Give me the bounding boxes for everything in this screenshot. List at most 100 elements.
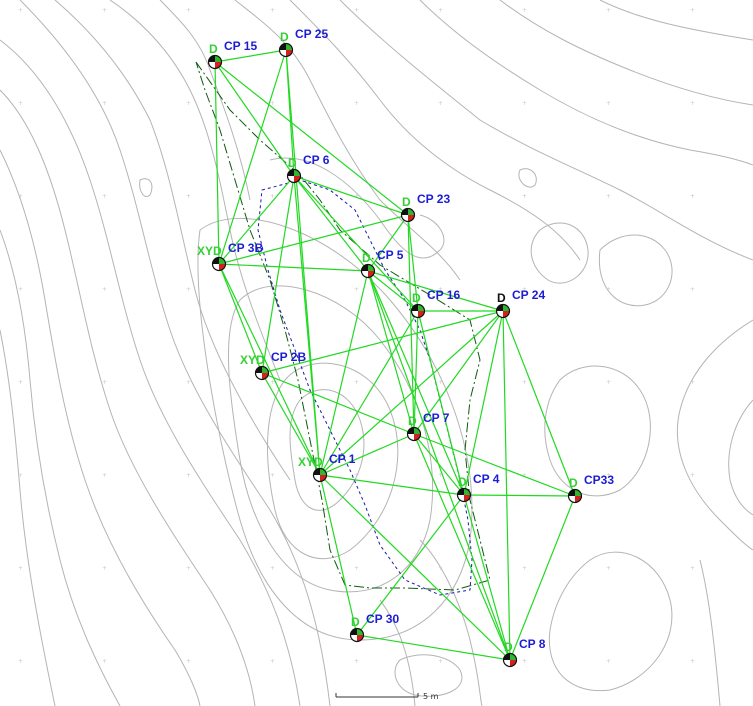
station-symbol-quadrant [414,427,421,434]
grid-tick-mark: + [102,565,107,572]
grid-tick-mark: + [18,379,23,386]
grid-tick-mark: + [186,100,191,107]
station-name-label: CP 23 [417,192,450,206]
station-cp4[interactable]: D CP 4 [456,472,500,503]
station-cp23[interactable]: D CP 23 [400,192,451,223]
station-symbol-quadrant [294,169,301,176]
observation-line-cp6-cp1 [293,175,321,476]
station-symbol-ring [286,168,302,184]
grid-tick-mark: + [186,565,191,572]
observation-line-cp4-cp8 [463,494,511,661]
observation-line-cp23-cp16 [407,214,419,312]
observation-line-cp7-cp8 [413,433,511,661]
grid-tick-mark: + [102,193,107,200]
grid-tick-mark: + [690,286,695,293]
observation-line-cp24-cp33 [502,310,576,497]
station-symbol-quadrant [414,434,421,441]
observation-line-cp5-cp24 [367,270,504,312]
station-symbol-ring [207,54,223,70]
station-code-label: XYD [240,353,265,367]
grid-tick-mark: + [354,472,359,479]
station-name-label: CP 4 [473,472,500,486]
station-symbol-quadrant [575,496,582,503]
observation-line-cp6-cp3b [218,175,295,265]
grid-tick-mark: + [270,100,275,107]
grid-tick-mark: + [606,472,611,479]
station-code-label: D [458,475,467,489]
site-boundary-outline [195,61,491,591]
grid-tick-mark: + [354,379,359,386]
station-symbol-quadrant [510,653,517,660]
observation-line-cp2b-cp7 [261,372,415,435]
observation-line-cp3b-cp5 [218,263,369,272]
station-symbol-quadrant [496,304,503,311]
station-code-label: D [497,291,506,305]
station-symbol-quadrant [418,304,425,311]
station-symbol-ring [278,42,294,58]
grid-tick-mark: + [18,472,23,479]
observation-line-cp1-cp30 [319,474,358,636]
grid-tick-mark: + [438,379,443,386]
station-symbol-ring [312,467,328,483]
grid-tick-mark: + [18,286,23,293]
observation-line-cp15-cp6 [214,61,295,177]
station-cp2b[interactable]: XYD CP 2B [240,350,306,381]
observation-line-cp6-cp5 [293,175,369,272]
observation-line-cp5-cp1 [319,270,369,476]
grid-ticks: ++++++++++++++++++++++++++++++++++++++++… [18,7,695,665]
station-name-label: CP 16 [427,288,460,302]
grid-tick-mark: + [270,658,275,665]
station-symbol-quadrant [503,304,510,311]
station-symbol-ring [410,303,426,319]
station-symbol-quadrant [255,373,262,380]
station-name-label: CP 2B [271,350,306,364]
station-symbol-ring [456,487,472,503]
station-symbol-ring [211,256,227,272]
station-code-label: XYD [298,455,323,469]
observation-line-cp23-cp5 [367,214,409,272]
grid-tick-mark: + [522,100,527,107]
observation-line-cp6-cp16 [293,175,419,312]
station-symbol-quadrant [401,215,408,222]
observation-line-cp5-cp8 [367,270,511,661]
station-symbol-quadrant [208,62,215,69]
observation-line-cp4-cp33 [463,494,576,497]
station-symbol-quadrant [219,264,226,271]
station-symbol-quadrant [313,475,320,482]
station-name-label: CP 30 [366,612,399,626]
grid-tick-mark: + [354,286,359,293]
observation-line-cp24-cp1 [319,310,504,476]
grid-tick-mark: + [690,565,695,572]
station-name-label: CP 6 [303,153,330,167]
grid-tick-mark: + [690,658,695,665]
grid-tick-mark: + [438,7,443,14]
station-code-label: D [402,195,411,209]
station-name-label: CP 15 [224,39,257,53]
grid-tick-mark: + [354,193,359,200]
station-symbol-quadrant [368,264,375,271]
station-symbol-quadrant [279,43,286,50]
grid-tick-mark: + [186,193,191,200]
grid-tick-mark: + [522,7,527,14]
observation-line-cp24-cp2b [261,310,504,374]
grid-tick-mark: + [606,7,611,14]
grid-tick-mark: + [354,100,359,107]
grid-tick-mark: + [102,7,107,14]
station-code-label: XYD [197,244,222,258]
station-symbol-ring [567,488,583,504]
grid-tick-mark: + [690,472,695,479]
